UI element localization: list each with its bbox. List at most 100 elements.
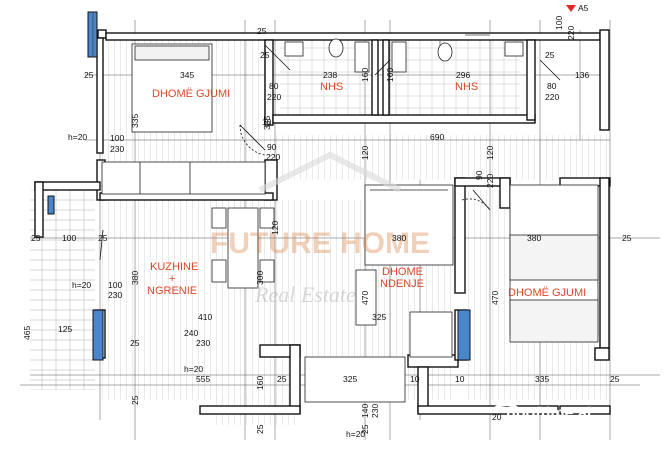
dimension-labels-vertical: 335 160 160 100 220 335 120 120 120 90 2… (22, 16, 576, 434)
dim-label: 380 (527, 233, 541, 243)
sink-left (284, 41, 304, 57)
dim-label: 325 (372, 312, 386, 322)
room-wc-right: NHS (455, 81, 478, 93)
shower-right (391, 41, 407, 73)
section-marker: A5 (566, 3, 589, 13)
dim-label: 25 (610, 374, 620, 384)
shower-left (354, 41, 370, 73)
room-wc-left: NHS (320, 81, 343, 93)
chair-4 (259, 259, 275, 283)
dim-label: 345 (180, 70, 194, 80)
dim-label: 296 (456, 70, 470, 80)
bed-left-pillow (134, 45, 210, 61)
watermark-subtitle: Real Estate (254, 282, 356, 307)
dim-label: h=20 (68, 132, 87, 142)
dim-label: 25 (260, 50, 270, 60)
dim-label: 125 (58, 324, 72, 334)
dim-label: h=20 (184, 364, 203, 374)
dining-table (227, 207, 259, 289)
chair-2 (211, 259, 227, 283)
dim-label: 230 (110, 144, 124, 154)
dimension-labels: 345 25 h=20 100 230 238 80 220 296 80 22… (31, 26, 632, 439)
logo-swoosh-icon (488, 403, 521, 414)
dim-label: 238 (323, 70, 337, 80)
dim-label: 230 (370, 404, 380, 418)
room-kitchen-line3: NGRENIE (147, 285, 197, 297)
dim-label: 380 (392, 233, 406, 243)
dim-label: 25 (98, 233, 108, 243)
room-bedroom-left: DHOMË GJUMI (152, 88, 230, 100)
dim-label: 10 (410, 374, 420, 384)
room-kitchen-line1: KUZHINE (150, 261, 198, 273)
dim-label: 100 (108, 280, 122, 290)
sofa-bottom (304, 356, 406, 403)
dim-label: 160 (255, 376, 265, 390)
dim-label: 300 (255, 271, 265, 285)
dim-label: 136 (575, 70, 589, 80)
dim-label: 220 (566, 26, 576, 40)
dim-label: 220 (545, 92, 559, 102)
chair-1 (211, 207, 227, 229)
sink-right (504, 41, 524, 57)
dim-label: 120 (485, 146, 495, 160)
dim-label: 10 (262, 117, 272, 127)
section-label: A5 (578, 3, 589, 13)
dim-label: 90 (474, 170, 484, 180)
dim-label: 25 (277, 374, 287, 384)
dim-label: 230 (196, 338, 210, 348)
dim-label: 335 (535, 374, 549, 384)
dim-label: h=20 (346, 429, 365, 439)
dim-label: 230 (108, 290, 122, 300)
room-labels: DHOMË GJUMI NHS NHS KUZHINE + NGRENIE DH… (147, 81, 586, 299)
bed-right-mattress-1 (509, 234, 599, 281)
dim-label: 80 (547, 81, 557, 91)
dim-label: 25 (360, 424, 370, 434)
dim-label: 380 (130, 271, 140, 285)
furniture (101, 38, 599, 403)
dim-label: 470 (490, 291, 500, 305)
room-living-line1: DHOME (382, 266, 423, 278)
room-living-line2: NDENJE (380, 278, 424, 290)
windows (47, 11, 471, 361)
sofa-right (409, 311, 453, 358)
room-kitchen-line2: + (169, 273, 175, 285)
dim-label: 25 (130, 338, 140, 348)
kitchen-counter (101, 161, 266, 195)
dim-label: h=20 (72, 280, 91, 290)
watermark: FUTURE HOME Real Estate (210, 151, 430, 307)
dim-label: 80 (269, 81, 279, 91)
dim-label: 20 (492, 412, 502, 422)
dim-label: 120 (360, 146, 370, 160)
site-logo-text: npoftime.al (506, 405, 591, 422)
sofa-left (355, 269, 377, 326)
dim-label: 690 (430, 132, 444, 142)
dim-label: 465 (22, 326, 32, 340)
doors (99, 44, 561, 261)
dim-label: 25 (255, 424, 265, 434)
watermark-title: FUTURE HOME (210, 227, 430, 260)
dim-label: 335 (262, 116, 272, 130)
toilet-right (437, 42, 453, 62)
dim-label: 555 (196, 374, 210, 384)
dim-label: 220 (485, 174, 495, 188)
chair-3 (259, 207, 275, 229)
room-bedroom-right: DHOMË GJUMI (508, 287, 586, 299)
dim-label: 25 (545, 50, 555, 60)
section-arrow-icon (566, 5, 576, 12)
bed-right-mattress-2 (509, 299, 599, 343)
dim-label: 100 (554, 16, 564, 30)
dim-label: 220 (267, 92, 281, 102)
dim-label: 120 (270, 221, 280, 235)
dim-label: 410 (198, 312, 212, 322)
dim-label: 160 (385, 68, 395, 82)
dim-label: 100 (62, 233, 76, 243)
dim-label: 25 (257, 26, 267, 36)
dim-label: 160 (360, 68, 370, 82)
dim-label: 325 (343, 374, 357, 384)
dim-label: 25 (622, 233, 632, 243)
dim-label: 470 (360, 291, 370, 305)
wardrobe (364, 184, 454, 266)
toilet-left (328, 38, 344, 58)
dim-label: 10 (455, 374, 465, 384)
